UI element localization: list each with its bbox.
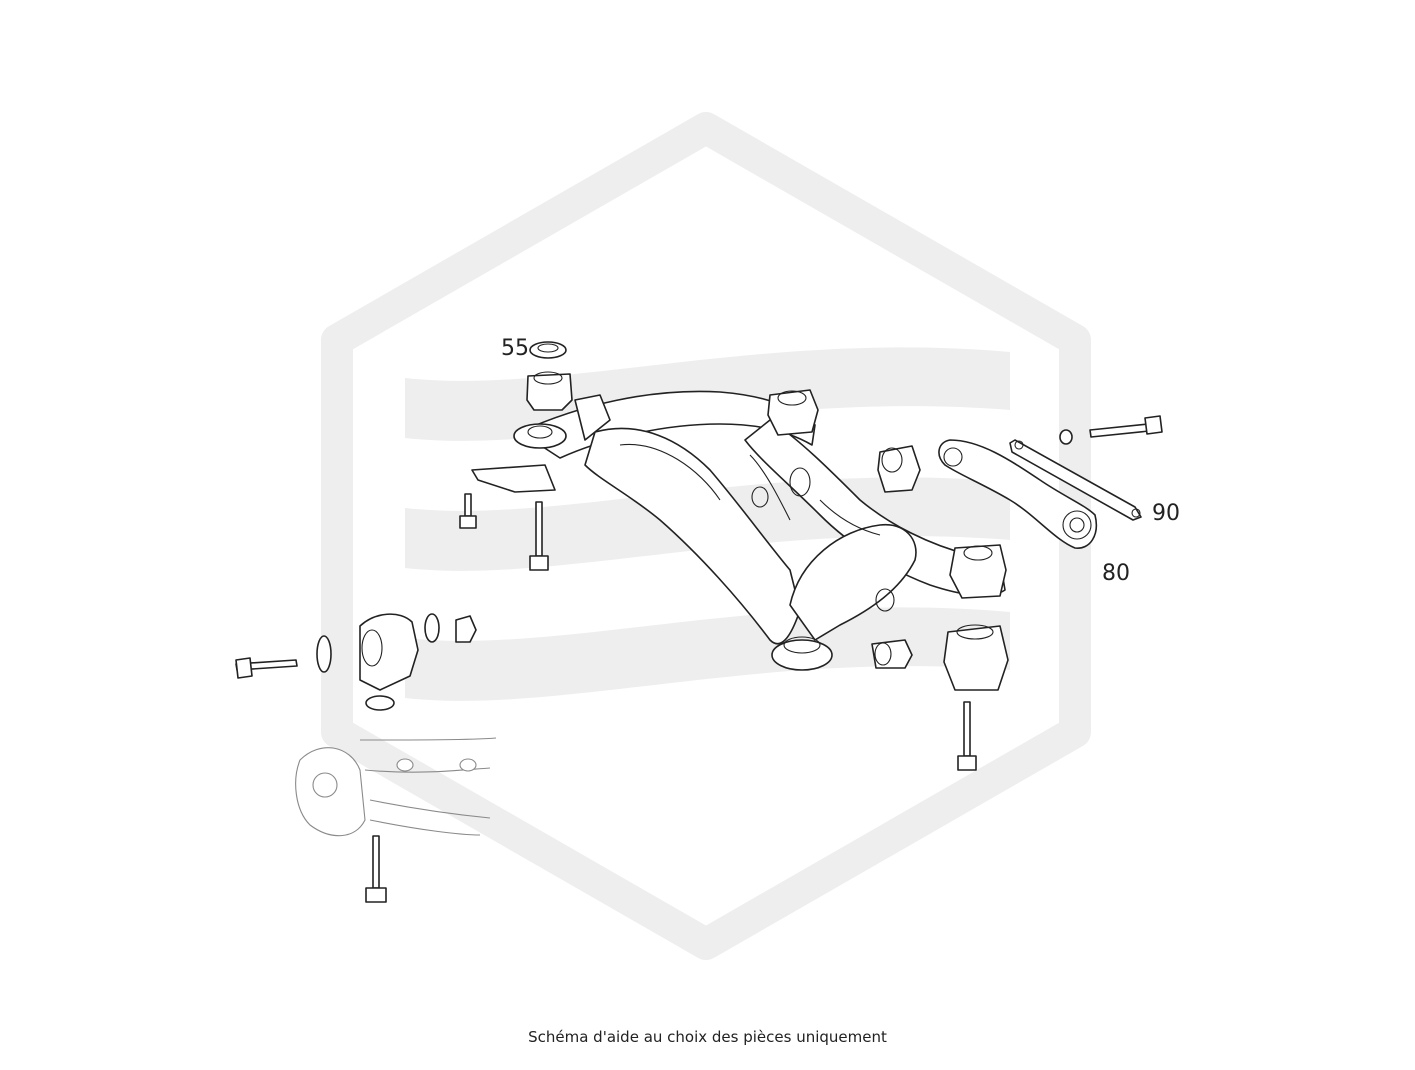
part-80-control-arm: [938, 439, 1097, 549]
part-90-link-rod: [1009, 439, 1142, 521]
callout-55: 55: [501, 336, 529, 361]
subframe: [471, 389, 1007, 671]
diagram-caption: Schéma d'aide au choix des pièces unique…: [528, 1028, 887, 1046]
loose-bushings: [871, 445, 1009, 691]
bolt-washer-top-right: [1059, 415, 1163, 445]
faded-hub-assembly: [295, 737, 497, 903]
callout-90: 90: [1152, 501, 1180, 526]
part-55-bushing: [526, 341, 573, 411]
left-mount-assembly: [235, 613, 477, 711]
vertical-bolts: [459, 493, 977, 771]
callout-80: 80: [1102, 561, 1130, 586]
